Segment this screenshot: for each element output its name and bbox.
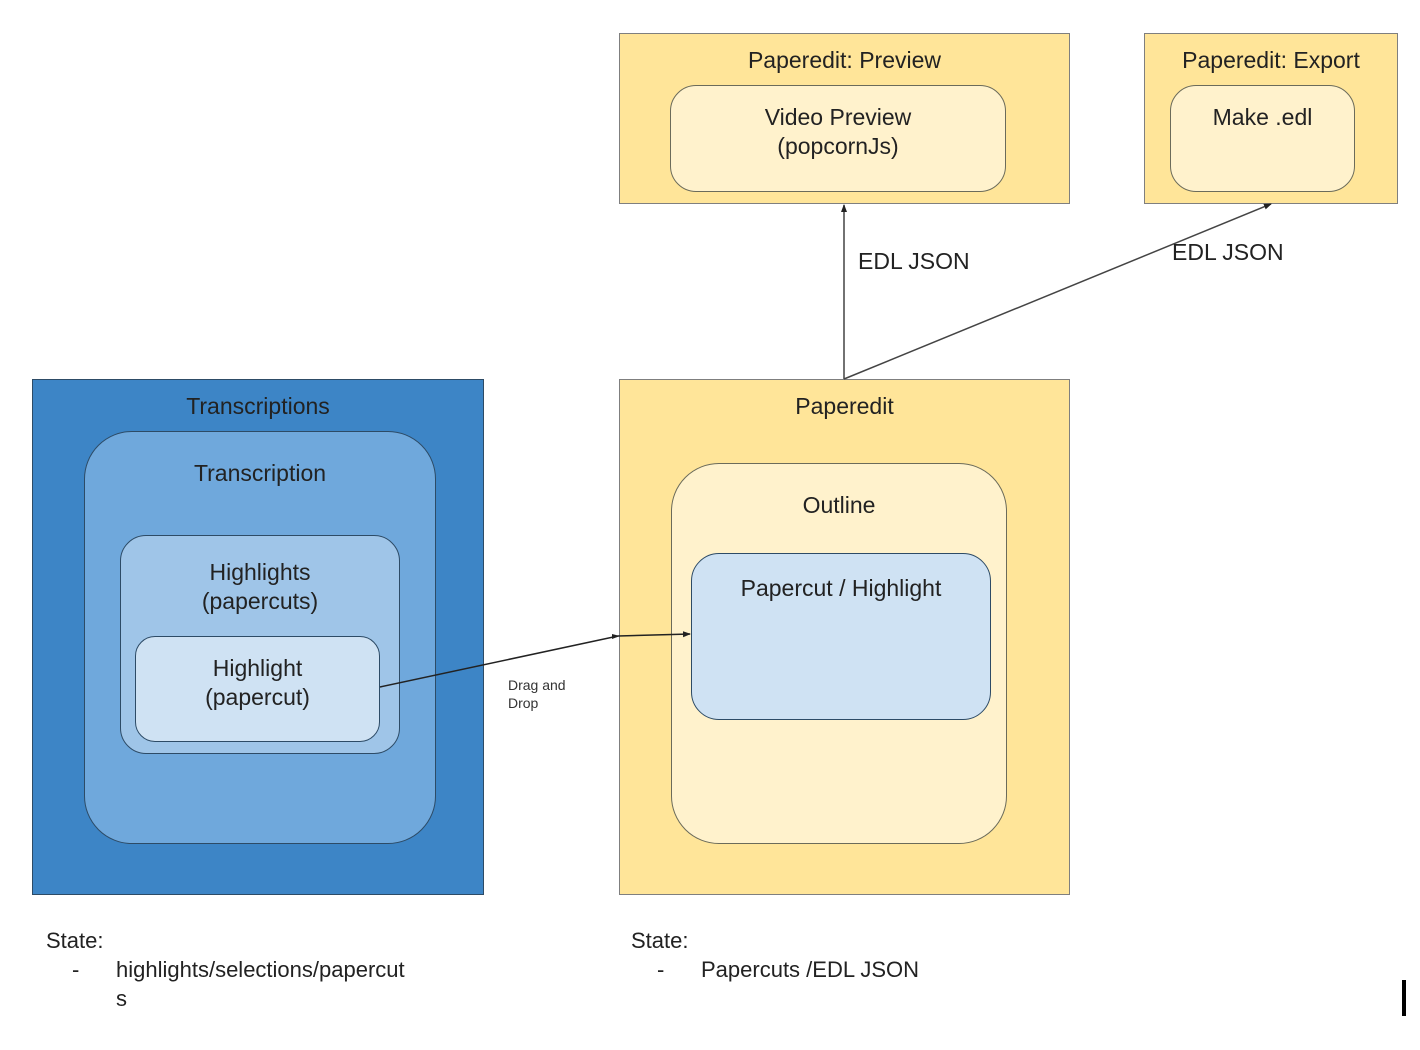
paperedit-box: Paperedit Outline Papercut / Highlight (619, 379, 1070, 895)
outline-box: Outline Papercut / Highlight (671, 463, 1007, 844)
papercut-highlight-title: Papercut / Highlight (740, 575, 942, 601)
paperedit-export-title: Paperedit: Export (1182, 47, 1360, 73)
highlight-title: Highlight (212, 655, 303, 681)
make-edl-box: Make .edl (1170, 85, 1355, 192)
state-left-heading: State: (46, 928, 104, 953)
highlight-subtitle: (papercut) (205, 684, 310, 710)
state-right-item: Papercuts /EDL JSON (701, 957, 920, 982)
edge-label-export: EDL JSON (1172, 239, 1284, 265)
state-left-item: highlights/selections/papercut (116, 957, 405, 982)
outline-title: Outline (802, 492, 876, 518)
highlights-box: Highlights (papercuts) Highlight (paperc… (120, 535, 400, 754)
state-right-heading: State: (631, 928, 689, 953)
highlights-title: Highlights (209, 559, 311, 585)
drag-drop-line2: Drop (508, 695, 539, 711)
edge-paperedit-to-export (843, 203, 1272, 380)
highlights-subtitle: (papercuts) (201, 588, 319, 614)
transcription-box: Transcription Highlights (papercuts) Hig… (84, 431, 436, 844)
make-edl-label: Make .edl (1212, 104, 1313, 130)
transcription-title: Transcription (193, 460, 327, 486)
video-preview-sublabel: (popcornJs) (777, 133, 899, 159)
video-preview-label: Video Preview (764, 104, 912, 130)
edge-label-preview: EDL JSON (858, 248, 970, 274)
paperedit-export-box: Paperedit: Export Make .edl (1144, 33, 1398, 204)
transcriptions-box: Transcriptions Transcription Highlights … (32, 379, 484, 895)
highlight-box[interactable]: Highlight (papercut) (135, 636, 380, 742)
state-right-bullet: - (657, 957, 665, 982)
video-preview-box: Video Preview (popcornJs) (670, 85, 1006, 192)
papercut-highlight-box[interactable]: Papercut / Highlight (691, 553, 991, 720)
paperedit-title: Paperedit (795, 393, 894, 419)
transcriptions-title: Transcriptions (186, 393, 330, 419)
drag-drop-label: Drag and Drop (508, 676, 566, 712)
state-left-bullet: - (72, 957, 80, 982)
drag-drop-line1: Drag and (508, 677, 566, 693)
text-cursor (1402, 980, 1406, 1016)
paperedit-preview-title: Paperedit: Preview (747, 47, 942, 73)
state-left-item-wrap: s (116, 986, 127, 1011)
paperedit-preview-box: Paperedit: Preview Video Preview (popcor… (619, 33, 1070, 204)
state-right: State: - Papercuts /EDL JSON (631, 926, 1071, 986)
state-left: State: - highlights/selections/papercut … (46, 926, 486, 1016)
